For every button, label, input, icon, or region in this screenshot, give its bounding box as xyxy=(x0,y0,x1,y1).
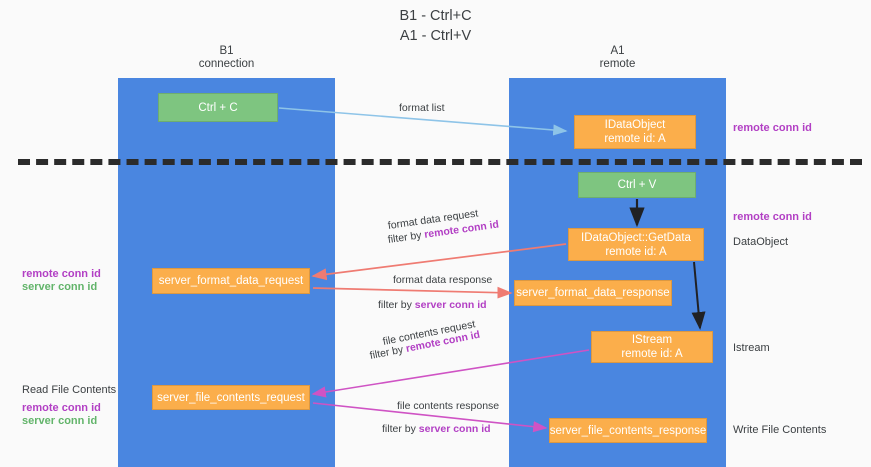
filter-prefix: filter by xyxy=(378,299,415,311)
label-file-contents-response: file contents response xyxy=(397,400,499,413)
connector-file-contents-response xyxy=(312,402,548,433)
side-label-group-mid-left: remote conn id server conn id xyxy=(22,268,101,294)
side-label-write-file-contents: Write File Contents xyxy=(733,424,827,436)
connector-format-data-response xyxy=(312,286,513,299)
swimlane-a1-role: remote xyxy=(599,58,636,70)
label-format-list-text: format list xyxy=(399,102,445,114)
node-istream-subtitle: remote id: A xyxy=(621,348,683,360)
filter-prefix: filter by xyxy=(382,423,419,435)
side-label-server-conn-id-left-bot: server conn id xyxy=(22,415,98,427)
node-getdata-subtitle: remote id: A xyxy=(605,245,667,258)
node-istream-title: IStream xyxy=(631,334,673,346)
label-format-data-response-text: format data response xyxy=(393,274,493,286)
label-format-data-response: format data response xyxy=(393,274,492,287)
side-label-remote-conn-id-top: remote conn id xyxy=(733,122,812,134)
side-label-group-bottom-left: remote conn id server conn id xyxy=(22,402,101,428)
node-server-format-data-response-label: server_format_data_response xyxy=(516,287,670,299)
node-ctrl-v[interactable]: Ctrl + V xyxy=(578,172,696,198)
node-server-file-contents-response[interactable]: server_file_contents_response xyxy=(549,418,707,443)
swimlane-b1-role: connection xyxy=(198,58,255,70)
node-istream[interactable]: IStream remote id: A xyxy=(591,331,713,363)
swimlane-header-b1: B1 connection xyxy=(118,45,335,71)
node-server-file-contents-request[interactable]: server_file_contents_request xyxy=(152,385,310,410)
swimlane-b1-name: B1 xyxy=(219,45,234,57)
side-label-remote-conn-id-mid: remote conn id xyxy=(733,211,812,223)
node-ctrl-c-label: Ctrl + C xyxy=(198,101,238,114)
side-label-remote-conn-id-left-mid: remote conn id xyxy=(22,268,101,280)
node-server-format-data-request[interactable]: server_format_data_request xyxy=(152,268,310,294)
section-divider xyxy=(18,159,862,165)
label-file-contents-response-text: file contents response xyxy=(397,400,500,412)
filter-value-server-conn-id: server conn id xyxy=(418,423,491,435)
node-ctrl-c[interactable]: Ctrl + C xyxy=(158,93,278,122)
filter-value-server-conn-id: server conn id xyxy=(414,299,487,311)
side-label-read-file-contents: Read File Contents xyxy=(22,384,117,396)
title-line-2: A1 - Ctrl+V xyxy=(399,28,472,44)
connector-file-contents-request xyxy=(311,349,590,398)
node-ctrl-v-label: Ctrl + V xyxy=(617,179,657,191)
node-idataobject-title: IDataObject xyxy=(604,119,666,131)
node-idataobject-getdata[interactable]: IDataObject::GetData remote id: A xyxy=(568,228,704,261)
node-server-format-data-request-label: server_format_data_request xyxy=(158,275,304,287)
node-server-file-contents-request-label: server_file_contents_request xyxy=(157,391,305,404)
title-line-1: B1 - Ctrl+C xyxy=(399,8,472,24)
node-getdata-title: IDataObject::GetData xyxy=(581,231,691,244)
connector-format-data-request xyxy=(311,243,567,281)
side-label-server-conn-id-left-mid: server conn id xyxy=(22,281,98,293)
page-title: B1 - Ctrl+C A1 - Ctrl+V xyxy=(0,6,871,46)
node-server-file-contents-response-label: server_file_contents_response xyxy=(549,424,707,437)
node-idataobject-subtitle: remote id: A xyxy=(604,133,666,145)
swimlane-a1-name: A1 xyxy=(610,45,625,57)
connector-getdata-to-istream xyxy=(691,261,706,330)
side-label-dataobject: DataObject xyxy=(733,236,789,248)
connector-response-to-istream xyxy=(598,306,676,332)
swimlane-header-a1: A1 remote xyxy=(509,45,726,71)
label-format-list: format list xyxy=(399,102,445,115)
node-server-format-data-response[interactable]: server_format_data_response xyxy=(514,280,672,306)
label-format-data-response-filter: filter by server conn id xyxy=(378,299,487,312)
connector-format-list xyxy=(278,107,568,136)
label-file-contents-response-filter: filter by server conn id xyxy=(382,423,491,436)
side-label-istream: Istream xyxy=(733,342,770,354)
node-idataobject[interactable]: IDataObject remote id: A xyxy=(574,115,696,149)
side-label-remote-conn-id-left-bot: remote conn id xyxy=(22,402,101,414)
